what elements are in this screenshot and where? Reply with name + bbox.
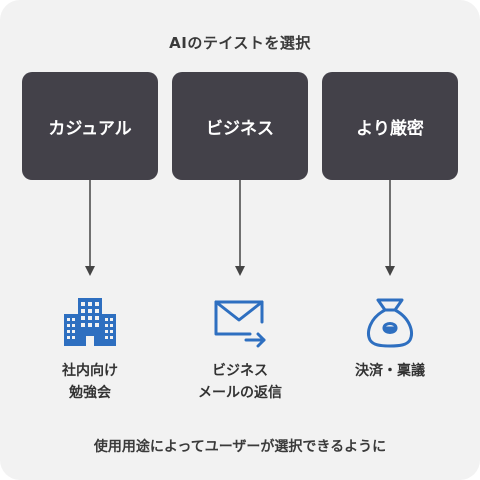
option-box-casual[interactable]: カジュアル bbox=[22, 72, 158, 180]
option-label: より厳密 bbox=[356, 118, 424, 139]
arrow-down-icon bbox=[85, 266, 95, 276]
option-caption-strict: 決済・稟議 bbox=[315, 360, 465, 382]
connector-2 bbox=[385, 180, 395, 276]
caption-line: 勉強会 bbox=[69, 385, 111, 401]
caption-line: 決済・稟議 bbox=[355, 363, 425, 379]
option-caption-business: ビジネス メールの返信 bbox=[165, 360, 315, 404]
mail-forward-icon bbox=[214, 300, 266, 348]
diagram-title: AIのテイストを選択 bbox=[169, 34, 311, 52]
diagram-footer: 使用用途によってユーザーが選択できるように bbox=[93, 439, 387, 455]
option-label: ビジネス bbox=[206, 118, 274, 139]
money-bag-icon bbox=[367, 298, 413, 348]
arrow-down-icon bbox=[235, 266, 245, 276]
option-box-business[interactable]: ビジネス bbox=[172, 72, 308, 180]
caption-line: ビジネス bbox=[212, 363, 268, 379]
caption-line: メールの返信 bbox=[198, 385, 282, 401]
option-caption-casual: 社内向け 勉強会 bbox=[15, 360, 165, 404]
option-label: カジュアル bbox=[48, 118, 132, 139]
connector-1 bbox=[235, 180, 245, 276]
option-box-strict[interactable]: より厳密 bbox=[322, 72, 458, 180]
office-building-icon bbox=[64, 298, 116, 346]
caption-line: 社内向け bbox=[62, 363, 118, 379]
connector-0 bbox=[85, 180, 95, 276]
arrow-down-icon bbox=[385, 266, 395, 276]
